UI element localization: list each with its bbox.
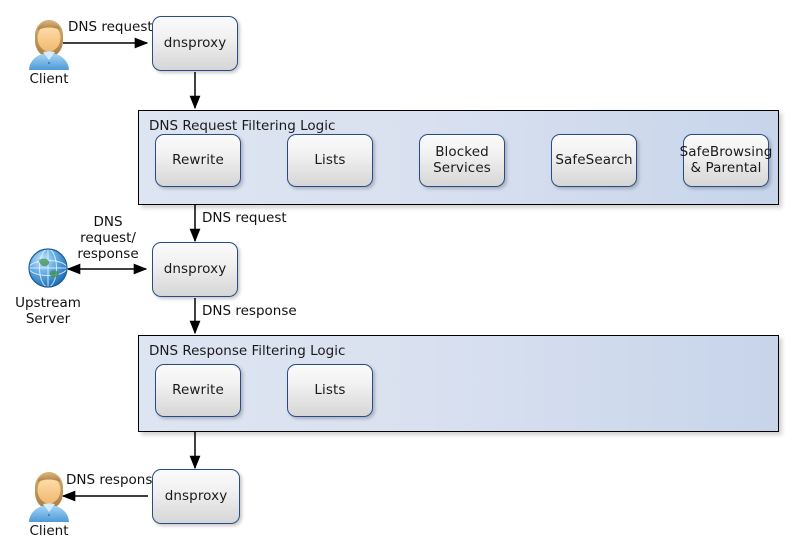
- edge-label-upstream-line1: DNS: [93, 214, 123, 230]
- upstream-server-label: Upstream Server: [8, 295, 88, 328]
- dnsproxy-top-label: dnsproxy: [163, 34, 227, 51]
- edge-label-dns-response-bottom: DNS response: [66, 472, 161, 488]
- request-filtering-title: DNS Request Filtering Logic: [149, 118, 336, 134]
- dnsproxy-node-top[interactable]: dnsproxy: [152, 16, 238, 71]
- stage-safebrowsing-label-line2: & Parental: [690, 159, 762, 176]
- upstream-server-label-line2: Server: [25, 310, 71, 327]
- stage-lists-label: Lists: [314, 151, 346, 168]
- dnsproxy-node-bottom[interactable]: dnsproxy: [152, 469, 240, 524]
- stage-safesearch[interactable]: SafeSearch: [551, 134, 637, 187]
- stage-rewrite-response[interactable]: Rewrite: [155, 364, 241, 417]
- stage-blocked-services[interactable]: Blocked Services: [419, 134, 505, 187]
- user-avatar-icon: [22, 14, 76, 70]
- stage-blocked-services-label-line2: Services: [433, 159, 491, 176]
- stage-safesearch-label: SafeSearch: [555, 151, 633, 168]
- stage-lists[interactable]: Lists: [287, 134, 373, 187]
- stage-rewrite[interactable]: Rewrite: [155, 134, 241, 187]
- client-bottom-label: Client: [29, 523, 69, 539]
- edge-label-upstream-exchange: DNS request/ response: [72, 214, 144, 263]
- dnsproxy-node-middle[interactable]: dnsproxy: [152, 242, 238, 297]
- stage-blocked-services-label-line1: Blocked: [435, 143, 489, 160]
- edge-label-dns-request-top: DNS request: [68, 19, 153, 35]
- globe-icon: [22, 242, 74, 294]
- upstream-server-label-line1: Upstream: [15, 295, 81, 311]
- user-avatar-icon: [22, 466, 76, 522]
- response-filtering-group: DNS Response Filtering Logic: [138, 335, 779, 432]
- edge-label-upstream-line2: request/: [80, 229, 136, 246]
- response-filtering-title: DNS Response Filtering Logic: [149, 343, 346, 359]
- stage-rewrite-label: Rewrite: [172, 151, 224, 168]
- edge-label-dns-request-middle: DNS request: [202, 210, 287, 226]
- dnsproxy-middle-label: dnsproxy: [163, 260, 227, 277]
- stage-safebrowsing-parental[interactable]: SafeBrowsing & Parental: [680, 134, 772, 187]
- client-top-label: Client: [29, 71, 69, 87]
- stage-lists-response[interactable]: Lists: [287, 364, 373, 417]
- edge-label-upstream-line3: response: [77, 245, 139, 262]
- dnsproxy-bottom-label: dnsproxy: [164, 487, 228, 504]
- stage-safebrowsing-label-line1: SafeBrowsing: [679, 143, 773, 160]
- stage-rewrite-response-label: Rewrite: [172, 381, 224, 398]
- stage-lists-response-label: Lists: [314, 381, 346, 398]
- edge-label-dns-response-middle: DNS response: [202, 303, 297, 319]
